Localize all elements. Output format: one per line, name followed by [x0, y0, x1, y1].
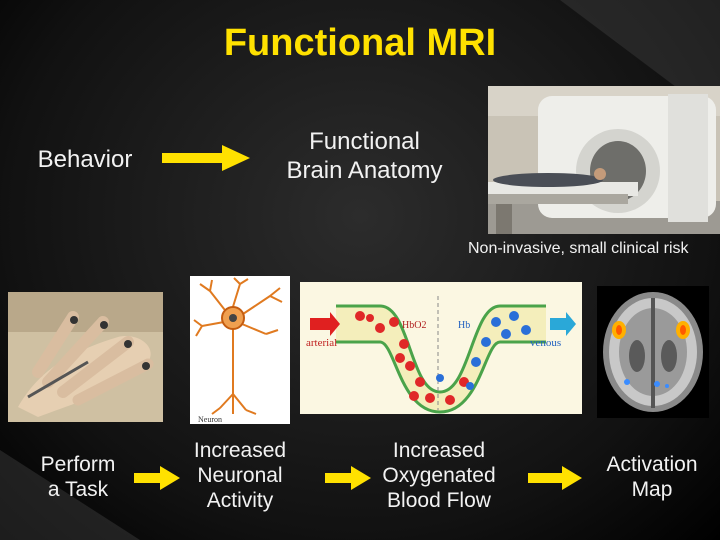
- venous-label: venous: [530, 337, 561, 349]
- label-line: Increased: [392, 439, 486, 462]
- mri-scanner-image: [488, 86, 720, 234]
- behavior-label: Behavior: [20, 146, 150, 175]
- functional-anatomy-line: Functional: [309, 128, 420, 155]
- hand-task-image: [8, 292, 163, 422]
- functional-anatomy-line: Brain Anatomy: [286, 156, 443, 184]
- arrow-right-icon: [134, 466, 180, 490]
- page-title: Functional MRI: [223, 22, 497, 64]
- functional-anatomy-label: Functional Brain Anatomy: [262, 128, 467, 186]
- arrow-right-icon: [528, 466, 582, 490]
- label-line: Perform: [40, 453, 116, 476]
- label-line: Neuronal: [197, 464, 283, 488]
- label-line: Activation: [606, 453, 698, 476]
- label-line: a Task: [47, 478, 109, 502]
- blood-flow-diagram: arterial venous HbO2 Hb: [300, 282, 582, 414]
- hbo2-label: HbO2: [402, 320, 426, 331]
- arrow-right-icon: [325, 466, 371, 490]
- activation-map-label: Activation Map: [588, 452, 716, 502]
- arrow-right-icon: [162, 145, 250, 171]
- hb-label: Hb: [458, 320, 470, 331]
- behavior-text: Behavior: [37, 146, 133, 173]
- label-line: Activity: [206, 489, 274, 513]
- label-line: Oxygenated: [382, 464, 496, 488]
- brain-activation-image: [597, 286, 709, 418]
- label-line: Map: [631, 478, 673, 502]
- label-line: Increased: [193, 439, 287, 462]
- decorative-corner: [0, 450, 140, 540]
- label-line: Blood Flow: [387, 489, 491, 513]
- oxygenated-flow-label: Increased Oxygenated Blood Flow: [365, 438, 513, 514]
- scanner-caption: Non-invasive, small clinical risk: [468, 240, 689, 257]
- neuron-image: Neuron: [190, 276, 290, 424]
- perform-task-label: Perform a Task: [18, 452, 138, 502]
- neuron-label: Neuron: [198, 415, 222, 424]
- neuronal-activity-label: Increased Neuronal Activity: [172, 438, 308, 514]
- arterial-label: arterial: [306, 337, 337, 349]
